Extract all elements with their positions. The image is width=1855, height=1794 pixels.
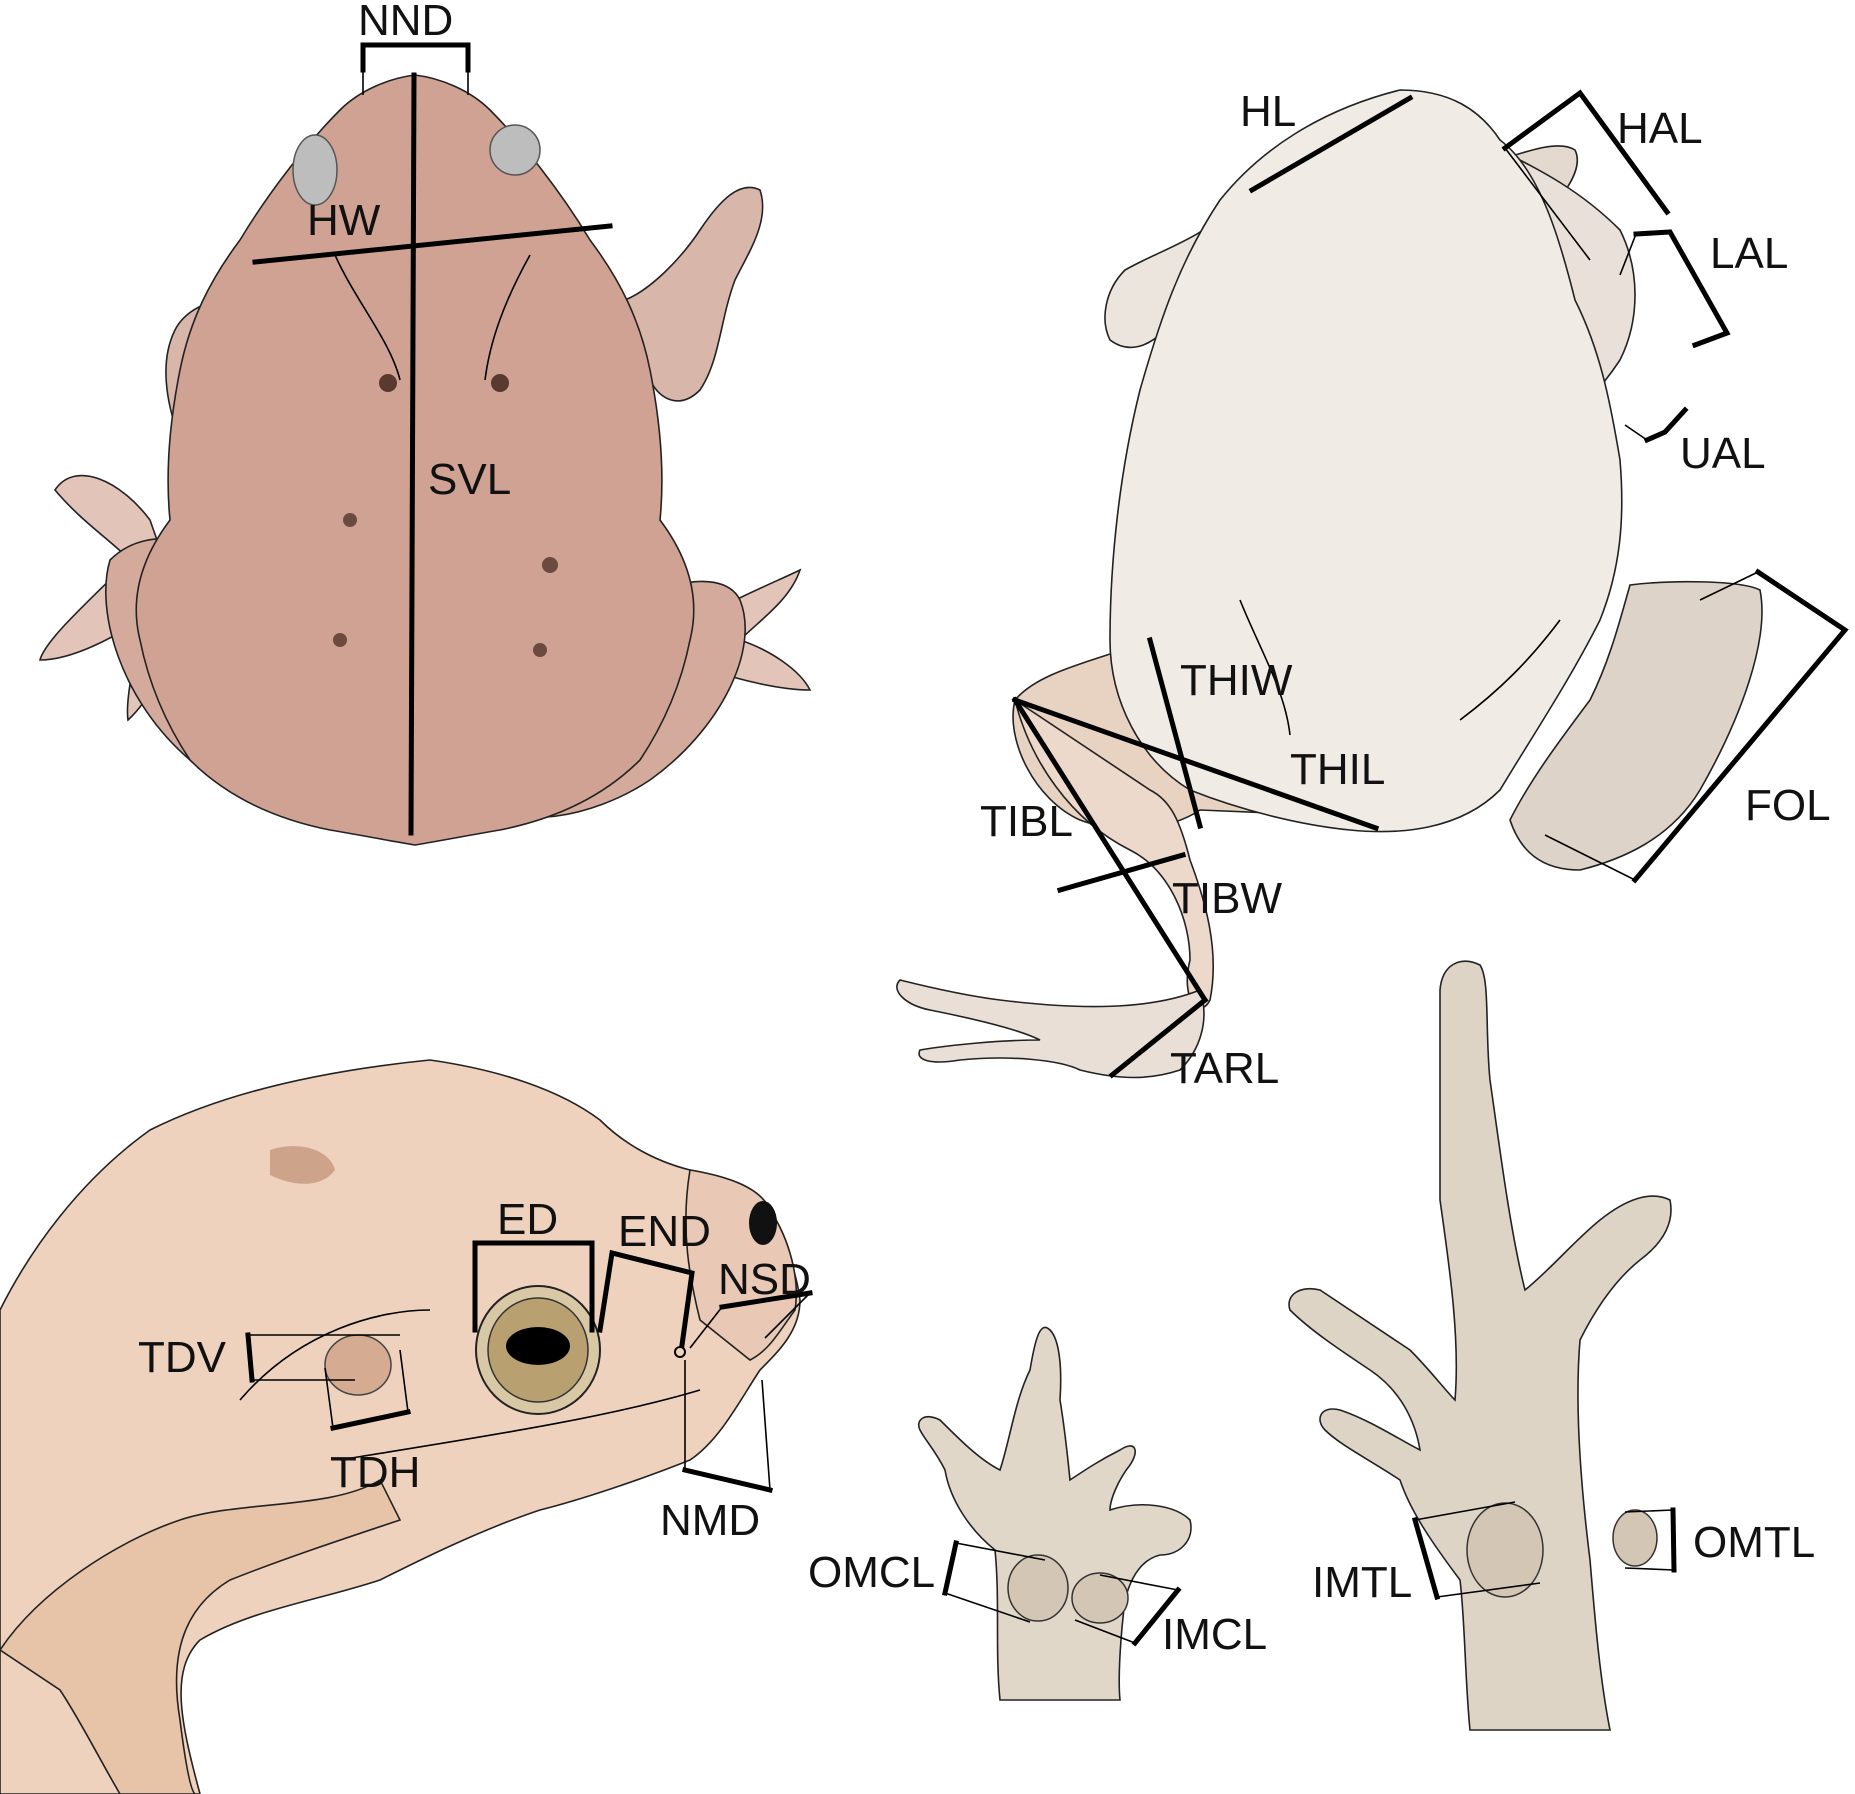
lal-measure-bracket <box>1633 229 1731 349</box>
omtl-measure-bracket <box>1670 1507 1677 1573</box>
tdh-bracket-left <box>324 1367 334 1429</box>
fol-bracket-tick <box>1544 834 1636 881</box>
ventral-thigh-crease <box>1239 599 1291 736</box>
dorsal-fold-left <box>334 254 401 381</box>
dorsal-tubercle <box>491 374 509 392</box>
dorsal-tubercle <box>343 513 357 527</box>
head-snout-eye-dark <box>749 1201 777 1245</box>
imtl-bracket-bottom <box>1436 1582 1541 1598</box>
fol-label: FOL <box>1745 781 1831 830</box>
ed-label: ED <box>497 1195 558 1244</box>
thil-measure-line <box>1011 696 1380 832</box>
omcl-measure-bracket <box>942 1540 959 1596</box>
imtl-measure-bracket <box>1411 1516 1441 1601</box>
hal-measure-bracket <box>1501 89 1671 216</box>
fol-measure-bracket <box>1631 568 1849 884</box>
tarl-measure-line <box>1108 996 1209 1079</box>
dorsal-tubercle <box>379 374 397 392</box>
thil-label: THIL <box>1290 745 1385 794</box>
head-skin-patch <box>270 1146 335 1184</box>
omcl-bracket-bottom <box>944 1592 1031 1623</box>
head-lateral-outline <box>0 1059 801 1794</box>
eye-pupil <box>506 1327 570 1365</box>
ventral-right-foot <box>1509 580 1763 871</box>
supratympanic-fold <box>239 1309 431 1401</box>
omcl-label: OMCL <box>808 1548 935 1597</box>
nnd-label: NND <box>358 0 453 45</box>
ual-measure-bracket <box>1643 406 1689 444</box>
hw-label: HW <box>307 196 381 245</box>
hal-bracket-tick <box>1504 147 1591 261</box>
tympanum <box>324 1334 392 1396</box>
nmd-measure-bracket <box>681 1466 774 1494</box>
tdh-bracket-right <box>399 1349 409 1413</box>
ual-label: UAL <box>1680 429 1766 478</box>
nsd-measure-line <box>719 1290 813 1310</box>
thiw-measure-line <box>1146 636 1204 830</box>
lal-bracket-tick <box>1619 233 1637 276</box>
hl-label: HL <box>1240 87 1296 136</box>
ventral-thigh-crease <box>1459 619 1561 721</box>
dorsal-fold-right <box>484 254 531 381</box>
ventral-body-outline <box>1109 89 1623 833</box>
omtl-bracket-top <box>1624 1509 1674 1513</box>
imcl-measure-bracket <box>1131 1586 1182 1647</box>
omcl-bracket-top <box>955 1542 1046 1561</box>
hw-measure-line <box>252 223 613 265</box>
nsd-bracket-tick <box>689 1306 723 1349</box>
hal-label: HAL <box>1617 104 1703 153</box>
lal-label: LAL <box>1710 229 1788 278</box>
end-measure-bracket <box>597 1249 695 1348</box>
tdv-label: TDV <box>138 1333 227 1382</box>
svl-measure-line <box>408 72 417 836</box>
hand-panel: OMCL IMCL <box>808 1326 1267 1701</box>
tdh-measure-bracket <box>330 1409 411 1431</box>
ed-measure-bracket <box>472 1240 595 1333</box>
nnd-measure-bracket <box>360 42 471 73</box>
tibw-measure-line <box>1056 851 1187 894</box>
hand-inner-metacarpal-tubercle <box>1071 1572 1129 1624</box>
omtl-label: OMTL <box>1693 1518 1815 1567</box>
tibw-label: TIBW <box>1172 874 1282 923</box>
thiw-label: THIW <box>1180 656 1293 705</box>
dorsal-tubercle <box>533 643 547 657</box>
ventral-left-foot <box>896 979 1205 1079</box>
hand-outline <box>918 1326 1192 1701</box>
dorsal-body-outline <box>135 74 695 846</box>
hl-measure-line <box>1248 94 1414 194</box>
nsd-label: NSD <box>718 1255 811 1304</box>
dorsal-parotoid-left <box>292 134 338 206</box>
foot-outer-metatarsal-tubercle <box>1612 1509 1658 1567</box>
nsd-bracket-tick <box>764 1292 811 1339</box>
omtl-bracket-bottom <box>1624 1567 1675 1571</box>
svl-label: SVL <box>428 455 511 504</box>
dorsal-tubercle <box>542 557 558 573</box>
foot-inner-metatarsal-tubercle <box>1466 1502 1544 1598</box>
imcl-bracket-top <box>1099 1574 1179 1591</box>
nmd-bracket-right <box>761 1379 771 1491</box>
nmd-label: NMD <box>660 1496 760 1545</box>
dorsal-parotoid-right <box>489 124 541 176</box>
lip-line <box>339 1389 701 1461</box>
tibl-measure-line <box>1011 696 1209 1004</box>
imtl-bracket-top <box>1414 1501 1516 1521</box>
head-lateral-panel: ED END NSD TDV TDH NMD <box>0 1059 813 1794</box>
ventral-view-panel: HL HAL LAL UAL THIW THIL TIBL TIBW TARL … <box>896 87 1849 1093</box>
ual-bracket-tick <box>1624 424 1648 441</box>
imcl-bracket-bottom <box>1074 1619 1136 1644</box>
dorsal-tubercle <box>333 633 347 647</box>
tarl-label: TARL <box>1170 1044 1279 1093</box>
hand-outer-metacarpal-tubercle <box>1007 1554 1069 1622</box>
tibl-label: TIBL <box>980 797 1073 846</box>
foot-panel: IMTL OMTL <box>1288 960 1815 1731</box>
end-label: END <box>618 1207 711 1256</box>
fol-bracket-tick <box>1699 571 1759 601</box>
imtl-label: IMTL <box>1312 1558 1412 1607</box>
dorsal-view-panel: NND HW SVL <box>38 0 812 846</box>
foot-outline <box>1288 960 1672 1731</box>
imcl-label: IMCL <box>1162 1610 1267 1659</box>
tdh-label: TDH <box>330 1448 420 1497</box>
tdv-measure-bracket <box>245 1332 255 1383</box>
